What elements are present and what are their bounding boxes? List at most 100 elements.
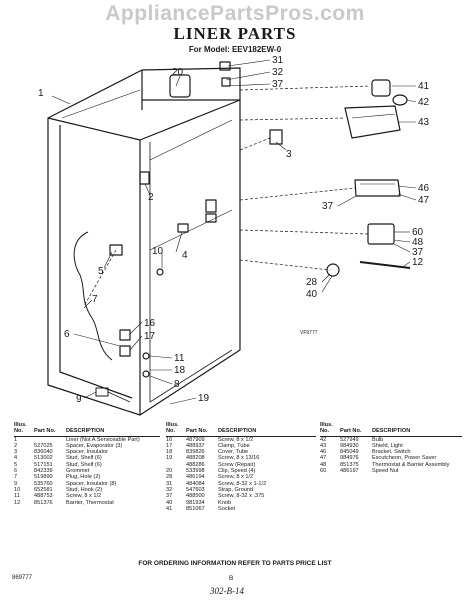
illus-number: 28 (166, 474, 173, 481)
part-description: Liner (Not A Serviceable Part) (66, 436, 140, 443)
part-number: 981934 (186, 499, 205, 506)
callout-11: 11 (174, 353, 185, 364)
handwritten-stamp: 302-B-14 (210, 586, 244, 596)
illus-number: 37 (166, 493, 173, 500)
part-number: 487909 (186, 436, 205, 443)
part-description: Clip, Speed (4) (218, 468, 256, 475)
callout-2: 2 (148, 192, 154, 203)
part-number: 984976 (340, 455, 359, 462)
illus-number: 12 (14, 499, 21, 506)
illus-number: 32 (166, 486, 173, 493)
page-title: LINER PARTS (173, 24, 297, 43)
header-part: Part No. (34, 422, 66, 437)
callout-32: 32 (272, 67, 284, 78)
callout-37-top: 37 (272, 79, 284, 90)
callout-17: 17 (144, 331, 156, 342)
illus-number: 6 (14, 468, 18, 475)
callout-37-low: 37 (412, 247, 424, 258)
callout-43: 43 (418, 117, 430, 128)
part-description: Spacer, Evaporator (3) (66, 442, 123, 449)
part-description: Spacer, Insulator (66, 449, 108, 456)
callout-60: 60 (412, 227, 424, 238)
part-number: 488208 (186, 455, 205, 462)
part-number: 488753 (34, 493, 53, 500)
illus-number: 40 (166, 499, 173, 506)
watermark: AppliancePartsPros.com (105, 2, 365, 25)
part-number: 851375 (340, 461, 359, 468)
part-description: Strap, Ground (218, 486, 254, 493)
callout-42: 42 (418, 97, 430, 108)
part-description: Screw, 8-32 x .375 (218, 493, 265, 500)
ordering-note: FOR ORDERING INFORMATION REFER TO PARTS … (138, 560, 332, 567)
illus-number: 2 (14, 442, 18, 449)
part-description: Socket (218, 505, 236, 512)
table-row: 37 488500 Screw, 8-32 x .375 (166, 493, 316, 499)
part-number: 547603 (186, 486, 205, 493)
part-number: 486197 (340, 468, 359, 475)
header-part: Part No. (186, 422, 218, 437)
callout-6: 6 (64, 329, 70, 340)
header-description: DESCRIPTION (66, 422, 160, 437)
part-description: Shield, Light (372, 442, 403, 449)
callout-31: 31 (272, 55, 284, 66)
header-description: DESCRIPTION (218, 422, 316, 437)
part-number: 486194 (186, 474, 205, 481)
illus-number: 4 (14, 455, 18, 462)
illus-number: 19 (166, 455, 173, 462)
table-row: 32 547603 Strap, Ground (166, 487, 316, 493)
part-number: 527949 (340, 436, 359, 443)
callout-20: 20 (172, 67, 184, 78)
part-description: Screw, 8 x 13/16 (218, 455, 260, 462)
part-description: Spacer, Insulator (8) (66, 480, 117, 487)
part-description: Bulb (372, 436, 384, 443)
part-description: Screw, 8 x 1/2 (66, 493, 102, 500)
illus-number: 3 (14, 449, 18, 456)
part-number: 845049 (340, 449, 359, 456)
callout-9: 9 (76, 394, 82, 405)
part-description: Cover, Tube (218, 449, 249, 456)
header-illus: Illus. No. (14, 422, 34, 437)
part-description: Screw, 8 x 1/2 (218, 436, 254, 443)
header-part: Part No. (340, 422, 372, 437)
illus-number: 5 (14, 461, 18, 468)
page-letter: B (229, 575, 234, 582)
table-row: 6 842339 Grommet (14, 468, 160, 474)
illus-number: 11 (14, 493, 20, 500)
part-number: 527025 (34, 442, 53, 449)
callout-41: 41 (418, 81, 430, 92)
part-description: Screw (Repair) (218, 461, 256, 468)
illus-number: 46 (320, 449, 327, 456)
part-description: Grommet (66, 468, 90, 475)
part-description: Stud, Hook (2) (66, 486, 103, 493)
part-description: Bracket, Switch (372, 449, 411, 456)
part-number: 488500 (186, 493, 205, 500)
part-number: 842339 (34, 468, 53, 475)
part-number: 488937 (186, 442, 205, 449)
callout-3: 3 (286, 149, 292, 160)
callout-37-mid: 37 (322, 201, 334, 212)
callout-46: 46 (418, 183, 430, 194)
part-number: 851067 (186, 505, 205, 512)
part-number: 519890 (34, 474, 53, 481)
part-number: 517151 (34, 461, 53, 468)
callout-16: 16 (144, 318, 156, 329)
callout-12: 12 (412, 257, 424, 268)
table-row: 46 845049 Bracket, Switch (320, 449, 462, 455)
illus-number: 43 (320, 442, 327, 449)
